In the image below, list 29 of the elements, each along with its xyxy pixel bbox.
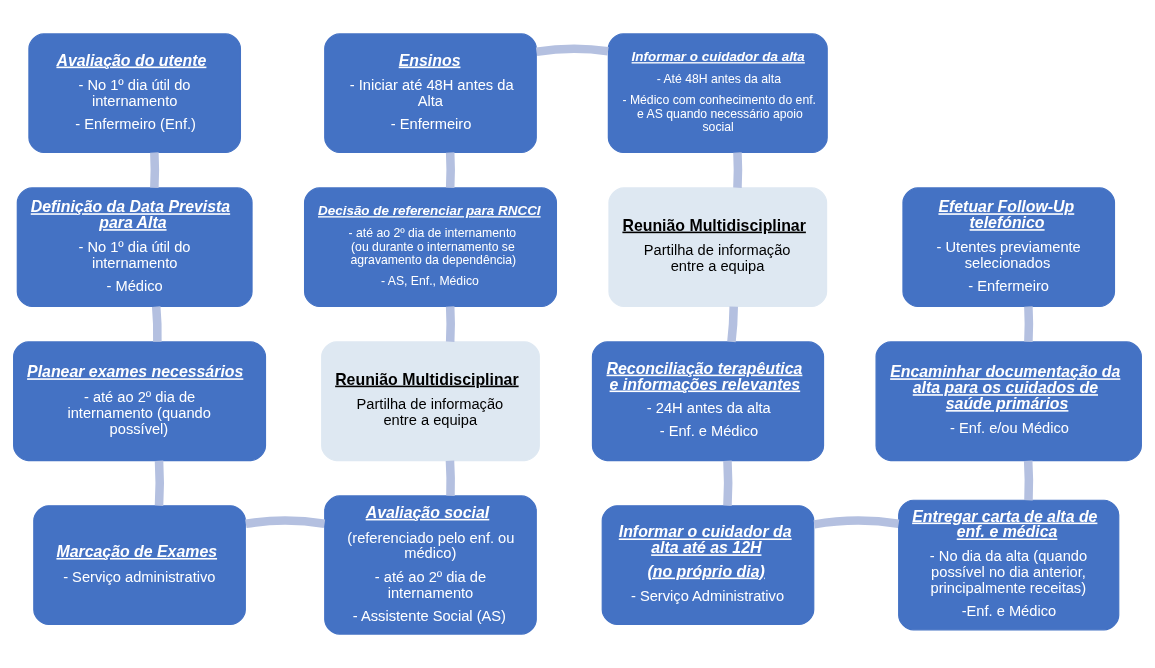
node-box: Ensinos - Iniciar até 48H antes da Alta - Enfermeiro bbox=[324, 33, 537, 154]
connector bbox=[535, 44, 609, 56]
node-box: Reunião Multidisciplinar Partilha de informação entre a equipa bbox=[608, 187, 828, 308]
connector bbox=[813, 516, 900, 529]
node-box: Entregar carta de alta de enf. e médica - No dia da alta (quando possível no dia anterior, principalmente receitas) -Enf. e Médico bbox=[898, 499, 1120, 631]
node-box: Definição da Data Prevista para Alta - No 1º dia útil do internamento - Médico bbox=[16, 187, 253, 308]
connector bbox=[245, 516, 326, 529]
node-box: Efetuar Follow-Up telefónico - Utentes previamente selecionados - Enfermeiro bbox=[902, 187, 1116, 308]
connector bbox=[1023, 460, 1034, 501]
connector bbox=[1024, 306, 1034, 342]
node-box: Reconciliação terapêutica e informações relevantes - 24H antes da alta - Enf. e Médico bbox=[591, 341, 825, 462]
connector bbox=[154, 460, 164, 506]
node-box: Informar o cuidador da alta - Até 48H antes da alta - Médico com conhecimento do enf. e AS quando necessário apoio social bbox=[607, 33, 828, 154]
connector bbox=[723, 460, 733, 506]
connector bbox=[733, 152, 743, 188]
node-box: Informar o cuidador da alta até as 12H (no próprio dia) - Serviço Administrativo bbox=[601, 505, 815, 625]
connector bbox=[445, 460, 455, 496]
connector bbox=[151, 306, 162, 342]
node-box: Avaliação do utente - No 1º dia útil do internamento - Enfermeiro (Enf.) bbox=[28, 33, 241, 154]
connector bbox=[445, 152, 455, 188]
node-box: Avaliação social (referenciado pelo enf. ou médico) - até ao 2º dia de internamento - Assistente Social (AS) bbox=[324, 495, 537, 635]
node-box: Reunião Multidisciplinar Partilha de informação entre a equipa bbox=[321, 341, 540, 462]
connector bbox=[445, 306, 455, 342]
connector bbox=[727, 306, 738, 343]
connector bbox=[150, 152, 160, 188]
node-box: Planear exames necessários - até ao 2º dia de internamento (quando possível) bbox=[13, 341, 267, 462]
node-box: Decisão de referenciar para RNCCI - até ao 2º dia de internamento (ou durante o internamento se agravamento da dependência) - AS, Enf., Médico bbox=[303, 187, 557, 308]
node-box: Encaminhar documentação da alta para os cuidados de saúde primários - Enf. e/ou Médico bbox=[875, 341, 1142, 462]
node-box: Marcação de Exames - Serviço administrativo bbox=[33, 505, 246, 625]
